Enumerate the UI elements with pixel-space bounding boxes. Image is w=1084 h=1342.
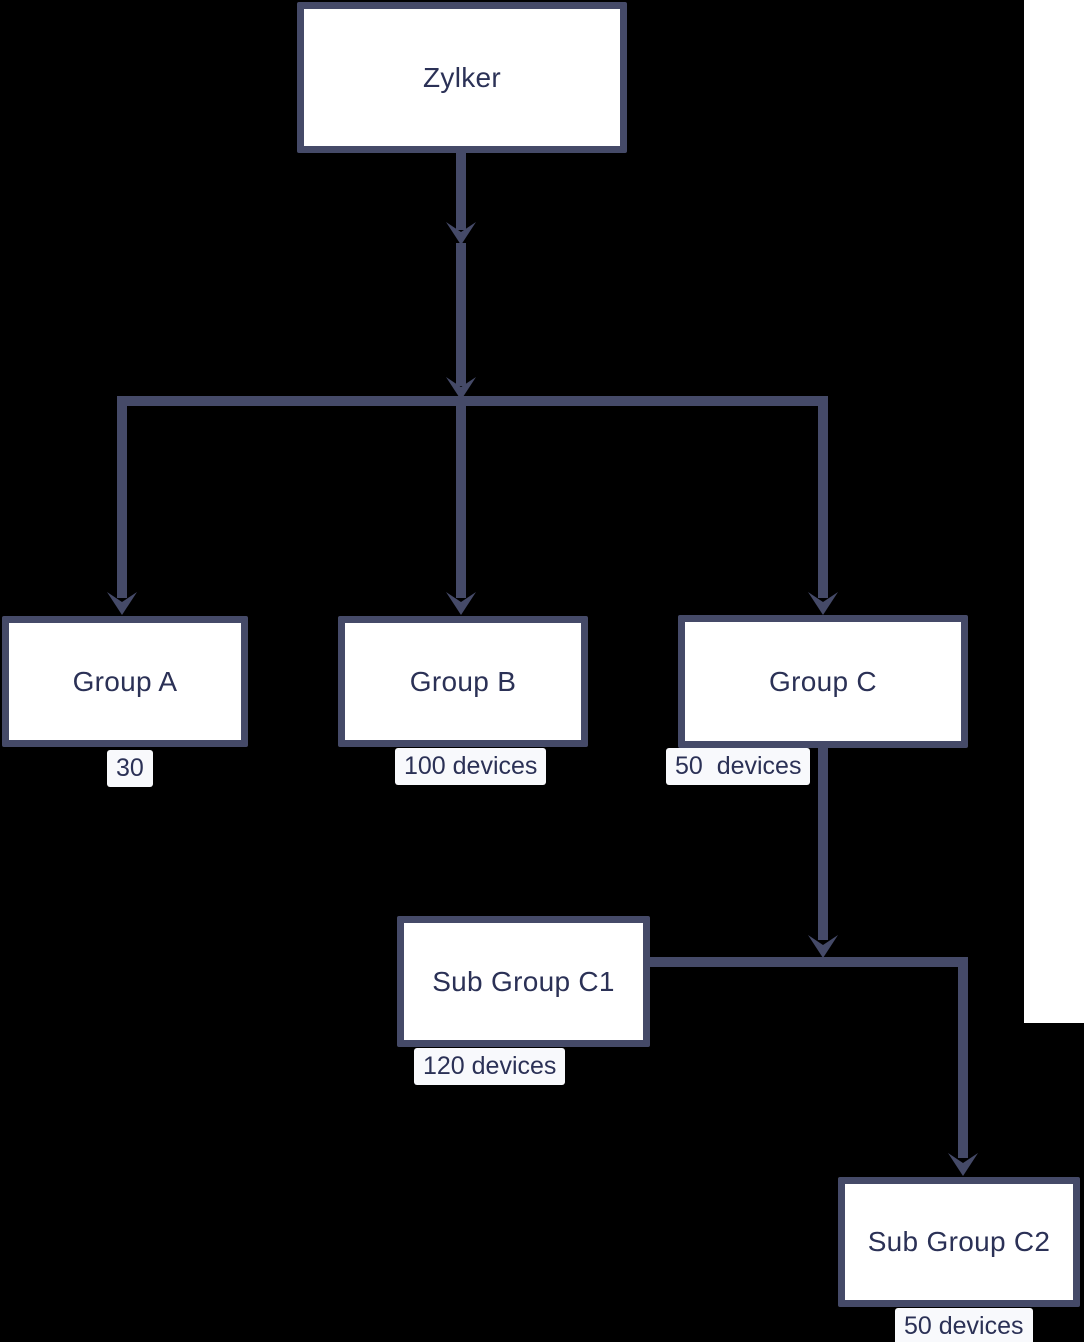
arrowhead-zylker-junction (446, 377, 476, 400)
arrowhead-group-c (808, 592, 838, 615)
node-group-a-label: Group A (72, 665, 178, 697)
arrowhead-sub-rail (808, 935, 838, 958)
node-sub-group-c1[interactable]: Sub Group C1 (397, 916, 650, 1047)
arrowhead-sub-group-c2 (948, 1153, 978, 1176)
node-sub-group-c2-label: Sub Group C2 (867, 1226, 1051, 1257)
node-group-a[interactable]: Group A (2, 616, 248, 747)
node-sub-group-c2[interactable]: Sub Group C2 (838, 1177, 1080, 1307)
arrowhead-zylker-mid (446, 222, 476, 245)
node-zylker[interactable]: Zylker (297, 2, 627, 153)
node-group-b-label: Group B (409, 665, 517, 697)
device-count-badge-group-b: 100 devices (395, 748, 547, 785)
node-zylker-label: Zylker (422, 61, 502, 93)
node-group-c-label: Group C (769, 665, 877, 697)
page-background-strip (1024, 0, 1084, 1023)
node-sub-group-c1-label: Sub Group C1 (432, 965, 615, 997)
arrowhead-group-b (446, 592, 476, 615)
edge-c1-to-c2 (650, 957, 968, 1158)
node-group-c[interactable]: Group C (678, 615, 968, 748)
device-count-badge-group-a: 30 (107, 750, 153, 787)
device-count-badge-sub-group-c1: 120 devices (414, 1048, 566, 1085)
device-count-badge-group-c: 50 devices (666, 748, 811, 785)
node-group-b[interactable]: Group B (338, 616, 588, 747)
device-count-badge-sub-group-c2: 50 devices (895, 1308, 1033, 1342)
arrowhead-group-a (107, 592, 137, 615)
